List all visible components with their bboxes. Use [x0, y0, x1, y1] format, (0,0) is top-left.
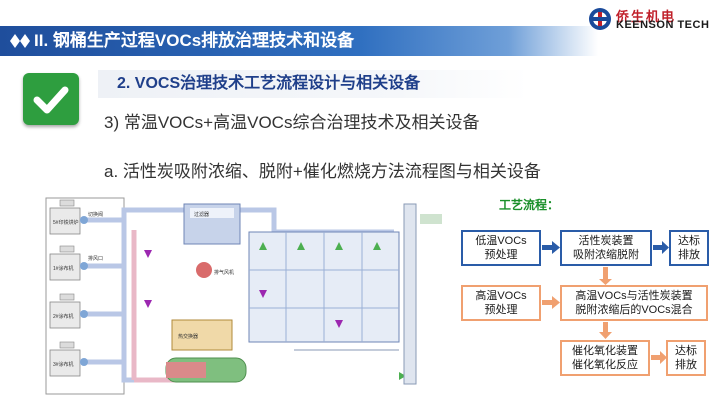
- flow-box-carbon-adsorption: 活性炭装置 吸附浓缩脱附: [560, 230, 652, 266]
- row-label-3: 2#涂布机: [53, 313, 74, 320]
- diamond-bullet-icon: [10, 34, 30, 48]
- checkmark-badge: [23, 73, 79, 125]
- diagram-label-valve: 切换阀: [88, 211, 103, 218]
- row-label-4: 3#涂布机: [53, 361, 74, 368]
- diagram-label-exhaust: 排风口: [88, 255, 103, 262]
- logo-chinese-text: 侨生机电: [616, 9, 677, 24]
- item-a-text: a. 活性炭吸附浓缩、脱附+催化燃烧方法流程图与相关设备: [104, 162, 541, 181]
- flow-box-emit-1: 达标 排放: [669, 230, 709, 266]
- flow-box-catalyst: 催化氧化装置 催化氧化反应: [560, 340, 650, 376]
- flow-box-emit-2: 达标 排放: [666, 340, 706, 376]
- diagram-label-exchanger: 热交换器: [178, 333, 198, 340]
- section-header-bar: [0, 26, 598, 56]
- company-logo: 侨生机电 KEENSON TECH: [588, 6, 716, 32]
- flow-box-high-temp-pretreat: 高温VOCs 预处理: [461, 285, 541, 321]
- row-label-1: 5#印铁烘炉: [53, 219, 79, 226]
- logo-english-text: KEENSON TECH: [616, 19, 710, 31]
- keenson-logo-icon: [589, 8, 611, 30]
- diagram-label-filter: 过滤器: [194, 211, 209, 218]
- item-3-text: 3) 常温VOCs+高温VOCs综合治理技术及相关设备: [104, 113, 480, 132]
- check-icon: [33, 86, 69, 114]
- diagram-label-fan: 排气风机: [214, 269, 234, 276]
- process-diagram: 5#印铁烘炉 1#涂布机 2#涂布机 3#涂布机: [44, 190, 449, 400]
- flow-box-mix: 高温VOCs与活性炭装置 脱附浓缩后的VOCs混合: [560, 285, 708, 321]
- flow-title: 工艺流程：: [499, 198, 560, 212]
- flow-box-low-temp-pretreat: 低温VOCs 预处理: [461, 230, 541, 266]
- subtitle: 2. VOCS治理技术工艺流程设计与相关设备: [117, 75, 421, 92]
- section-title: II. 钢桶生产过程VOCs排放治理技术和设备: [34, 31, 355, 50]
- subtitle-band: [98, 70, 528, 98]
- row-label-2: 1#涂布机: [53, 265, 74, 272]
- oven-rows: [49, 199, 81, 377]
